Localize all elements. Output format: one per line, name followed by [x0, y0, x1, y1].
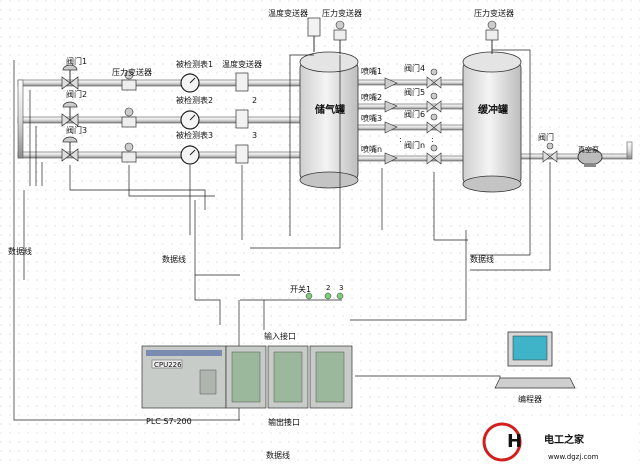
label-switch-3: 3	[339, 284, 343, 292]
label-temp-transmitter-top: 温度变送器	[268, 8, 308, 18]
label-valve5: 阀门5	[404, 87, 425, 97]
flowmeter-3	[180, 145, 200, 165]
nozzle-2	[384, 100, 398, 113]
temp-transmitter-mid-1	[235, 72, 249, 92]
nozzle-3	[384, 121, 398, 134]
label-valve-right: 阀门	[538, 132, 554, 142]
label-data-line-mid: 数据线	[162, 254, 186, 264]
label-data-line-left: 数据线	[8, 246, 32, 256]
label-logo-text: 电工之家	[544, 433, 585, 446]
valve-right	[542, 142, 558, 163]
io-module-2	[267, 345, 309, 409]
label-programmer: 编程器	[518, 394, 542, 404]
label-nozzle2: 喷嘴2	[361, 92, 382, 102]
label-pressure-transmitter-left: 压力变送器	[112, 67, 152, 77]
pressure-transmitter-left-1	[121, 70, 137, 91]
label-valve-n: 阀门n	[404, 140, 425, 150]
left-manifold-pipe	[17, 79, 24, 159]
vacuum-pump	[577, 148, 603, 167]
storage-tank	[299, 51, 359, 189]
label-valve3: 阀门3	[66, 125, 87, 135]
label-vacuum-pump: 真空泵	[578, 145, 599, 154]
valve-3	[61, 136, 79, 162]
label-valve1: 阀门1	[66, 56, 87, 66]
switch-1-indicator	[305, 292, 313, 300]
pipe-row-1	[17, 79, 301, 87]
label-data-line-right: 数据线	[470, 254, 494, 264]
label-logo-url: www.dgzj.com	[548, 453, 599, 461]
label-pressure-transmitter-top: 压力变送器	[322, 8, 362, 18]
label-valve6: 阀门6	[404, 109, 425, 119]
pressure-transmitter-left-2	[121, 107, 137, 128]
ellipsis-dots: :	[399, 135, 402, 144]
label-nozzle-n: 喷嘴n	[361, 144, 382, 154]
label-flowmeter-header: 被检测表1	[176, 59, 213, 69]
temp-transmitter-top	[307, 17, 321, 52]
io-module-1	[225, 345, 267, 409]
outlet-pipe	[519, 153, 631, 160]
signal-wires	[13, 49, 551, 421]
nozzle-1	[384, 77, 398, 90]
pressure-transmitter-top	[333, 20, 347, 54]
label-switch-label: 开关1	[290, 284, 311, 294]
valve-1	[61, 64, 79, 90]
ellipsis-dots-2: :	[431, 135, 434, 144]
label-pressure-transmitter-top-right: 压力变送器	[474, 8, 514, 18]
valve-4	[426, 68, 442, 89]
label-valve4: 阀门4	[404, 63, 425, 73]
valve-6	[426, 113, 442, 134]
pressure-transmitter-top-right	[485, 20, 499, 54]
valve-5	[426, 92, 442, 113]
nozzle-n	[384, 152, 398, 165]
temp-transmitter-mid-2	[235, 109, 249, 129]
diagram-labels: 温度变送器压力变送器压力变送器阀门1阀门2阀门3压力变送器被检测表1被检测表2被…	[8, 8, 599, 461]
pipe-row-2	[17, 116, 301, 124]
label-output-port: 输出接口	[268, 417, 300, 427]
programmer-computer-icon	[494, 331, 576, 389]
site-logo: H	[482, 420, 638, 464]
pressure-transmitter-left-3	[121, 142, 137, 163]
switch-2-indicator	[324, 292, 332, 300]
valve-n	[426, 144, 442, 165]
label-temp-idx-2: 2	[252, 96, 257, 105]
flowmeter-2	[180, 110, 200, 130]
label-plc-label: PLC S7-200	[146, 417, 192, 426]
label-flowmeter2: 被检测表2	[176, 95, 213, 105]
label-data-line-bottom: 数据线	[266, 450, 290, 460]
io-module-3	[309, 345, 353, 409]
label-valve2: 阀门2	[66, 89, 87, 99]
logo-glyph: H	[507, 431, 522, 452]
label-switch-2: 2	[326, 284, 330, 292]
temp-transmitter-mid-3	[235, 144, 249, 164]
label-flowmeter3: 被检测表3	[176, 130, 213, 140]
switch-3-indicator	[336, 292, 344, 300]
label-input-port: 输入接口	[264, 331, 296, 341]
plc-rack	[141, 345, 227, 409]
outlet-pipe-riser	[626, 141, 633, 160]
label-nozzle3: 喷嘴3	[361, 113, 382, 123]
flowmeter-1	[180, 73, 200, 93]
label-nozzle1: 喷嘴1	[361, 66, 382, 76]
label-temp-transmitter-mid: 温度变送器	[222, 59, 262, 69]
valve-2	[61, 101, 79, 127]
label-temp-idx-3: 3	[252, 131, 257, 140]
pipe-row-3	[17, 151, 301, 159]
label-storage-tank: 储气罐	[314, 103, 345, 116]
label-cpu-label: CPU226	[154, 361, 182, 369]
buffer-tank	[462, 51, 522, 193]
label-buffer-tank: 缓冲罐	[477, 103, 508, 116]
